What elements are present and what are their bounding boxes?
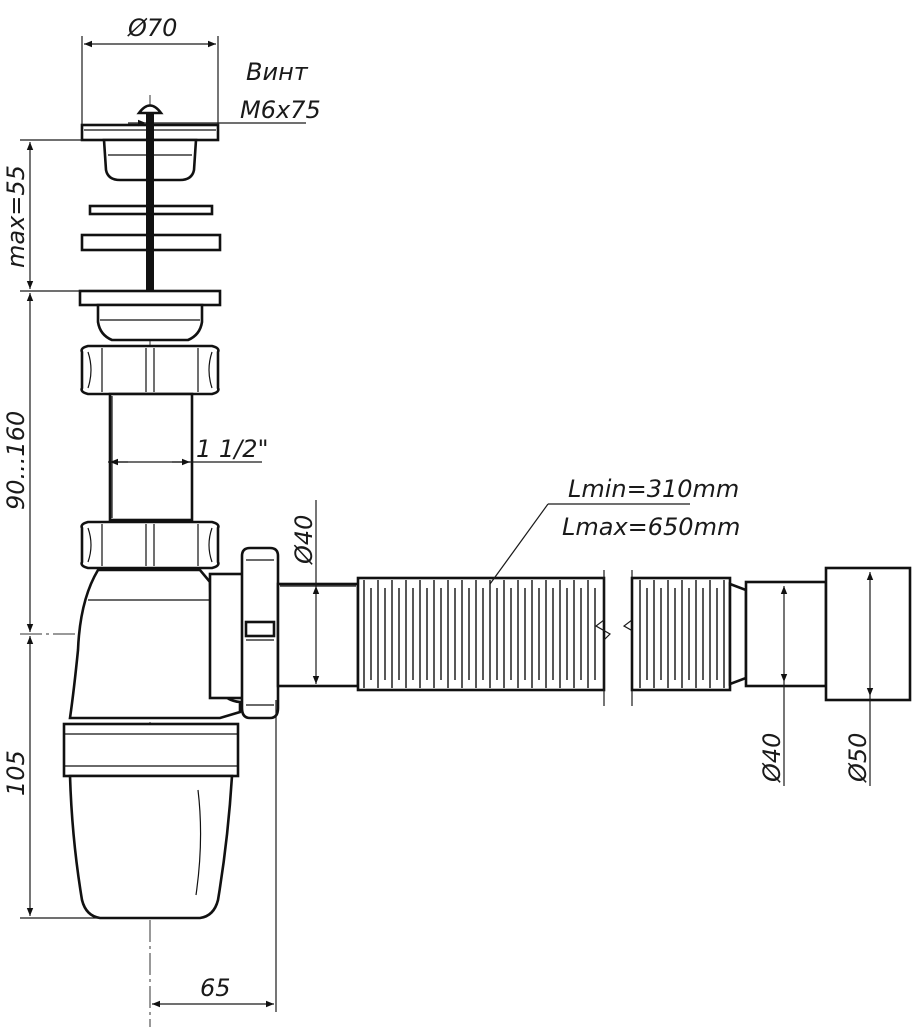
outlet-body-upper	[96, 303, 204, 342]
hose-right	[630, 576, 732, 692]
hose-left-ribs	[363, 580, 596, 688]
screw-rod	[146, 113, 154, 293]
upper-nut	[80, 344, 220, 396]
trap-side-outlet	[208, 572, 248, 700]
label-screw-word: Винт	[246, 58, 309, 86]
label-range-height: 90...160	[2, 411, 30, 510]
leader-hose	[489, 503, 549, 585]
label-hose-lmax: Lmax=650mm	[562, 513, 740, 541]
trap-bowl	[68, 774, 234, 920]
outlet-pipe	[276, 582, 360, 688]
trap-band	[62, 722, 240, 778]
screw-head	[136, 104, 164, 115]
end-fitting-small	[744, 580, 828, 688]
label-outlet-diameter-left: Ø40	[290, 515, 318, 565]
end-fitting-large	[824, 566, 912, 702]
label-hose-end-diameter: Ø40	[758, 733, 786, 783]
lower-nut	[80, 520, 220, 570]
label-top-diameter: Ø70	[127, 14, 177, 42]
label-offset-width: 65	[200, 974, 231, 1002]
break-mark-left	[594, 570, 611, 706]
label-max-height: max=55	[2, 165, 30, 268]
vertical-pipe	[108, 392, 194, 522]
label-bottom-height: 105	[2, 750, 30, 796]
hose-taper	[728, 582, 748, 686]
label-thread: 1 1/2"	[196, 435, 269, 463]
outlet-flange	[78, 289, 222, 307]
label-outlet-diameter-right: Ø50	[844, 733, 872, 783]
label-screw-size: M6x75	[240, 96, 321, 124]
label-hose-lmin: Lmin=310mm	[568, 475, 739, 503]
